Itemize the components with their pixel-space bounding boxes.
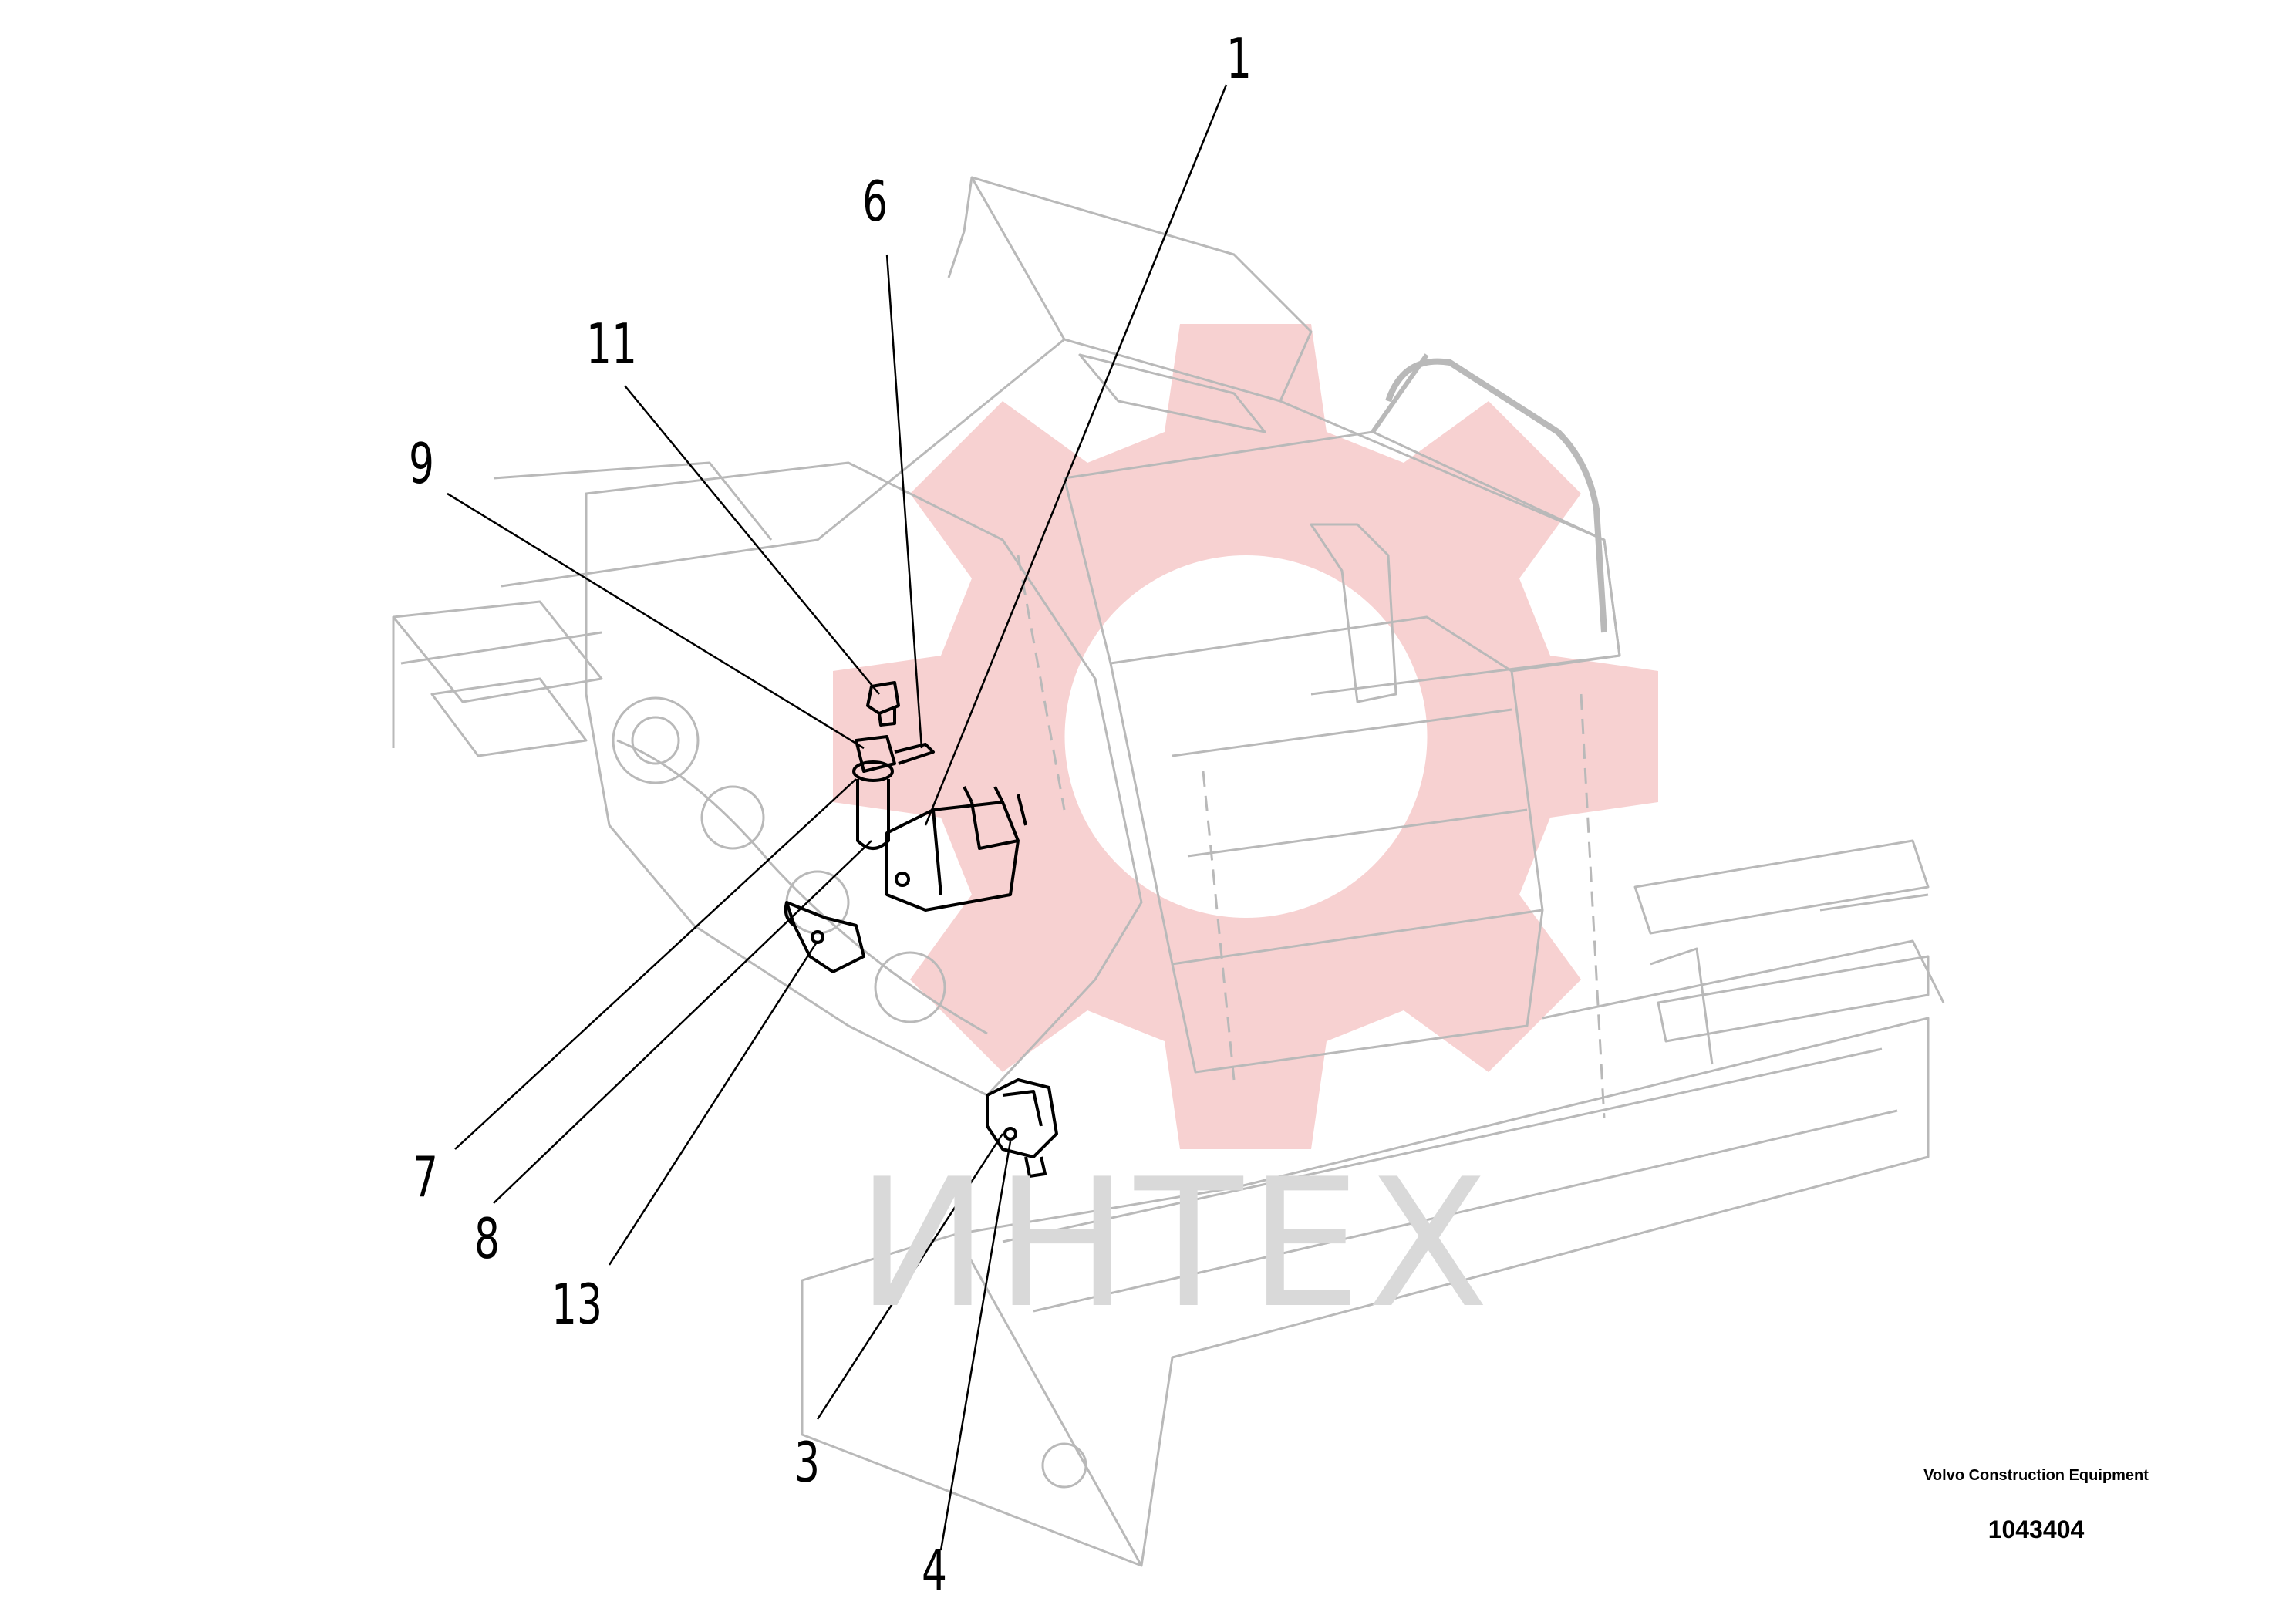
leader-3	[816, 1133, 1004, 1420]
callout-13: 13	[551, 1272, 602, 1337]
part-3-icon	[986, 1078, 1058, 1178]
callout-3: 3	[794, 1430, 820, 1495]
watermark-text: ИНТЕХ	[856, 1141, 1495, 1347]
leader-7	[454, 778, 857, 1150]
leader-11	[624, 385, 880, 695]
part-11-icon	[866, 681, 900, 727]
leader-6	[885, 254, 923, 749]
callout-8: 8	[474, 1206, 500, 1271]
leader-4	[939, 1141, 1012, 1551]
paver-outline	[392, 176, 1945, 1567]
drawing-number: 1043404	[1988, 1516, 2085, 1543]
leader-1	[924, 84, 1228, 826]
leader-8	[493, 840, 872, 1204]
gear-watermark-icon	[833, 324, 1658, 1149]
callout-7: 7	[413, 1145, 438, 1209]
manufacturer-name: Volvo Construction Equipment	[1923, 1467, 2149, 1484]
part-9-icon	[852, 735, 935, 782]
leader-lines	[447, 84, 1228, 1551]
callout-6: 6	[862, 169, 888, 234]
callout-1: 1	[1226, 26, 1252, 91]
leader-9	[447, 492, 865, 750]
part-1-icon	[885, 786, 1027, 912]
leader-13	[608, 940, 819, 1266]
callout-11: 11	[586, 312, 637, 376]
callout-4: 4	[922, 1538, 947, 1603]
callout-9: 9	[409, 431, 434, 496]
highlighted-parts	[784, 681, 1058, 1178]
